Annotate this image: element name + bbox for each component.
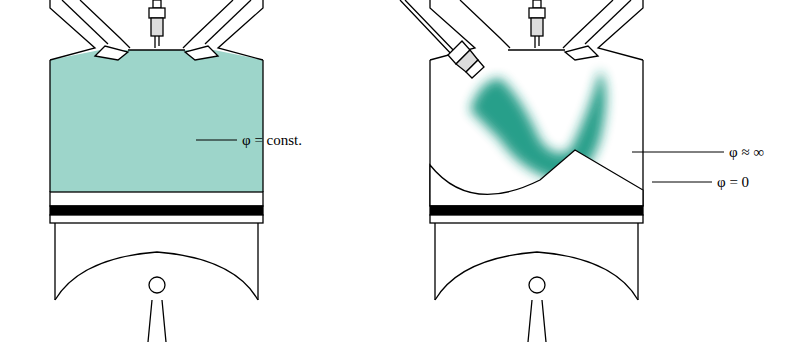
homogeneous-cylinder (50, 0, 263, 342)
phi-label: φ = const. (242, 130, 302, 150)
exhaust-valve (185, 46, 218, 60)
piston (50, 192, 263, 342)
fuel-injector (400, 0, 484, 78)
spark-plug (529, 0, 545, 48)
cylinder-wall (50, 60, 263, 192)
exhaust-port (598, 0, 643, 60)
phi-label: φ = 0 (717, 172, 749, 192)
intake-port (460, 0, 510, 48)
connecting-rod (148, 300, 166, 342)
leader-line (196, 140, 237, 141)
spark-plug (149, 0, 165, 48)
mixture-fill (50, 50, 263, 192)
exhaust-valve (565, 46, 598, 60)
exhaust-valve-stem (205, 0, 251, 44)
bowl-piston (430, 150, 643, 342)
intake-port (50, 0, 95, 60)
phi-label: φ ≈ ∞ (729, 142, 764, 162)
leader-line (652, 182, 712, 183)
intake-valve-stem (62, 0, 108, 44)
head-roof (508, 49, 565, 50)
intake-valve (95, 46, 128, 60)
cylinder-wall (430, 60, 643, 206)
connecting-rod (528, 300, 546, 342)
exhaust-valve-stem (585, 0, 631, 44)
exhaust-port (218, 0, 263, 60)
stratified-cylinder (400, 0, 724, 342)
head-roof (128, 49, 185, 50)
leader-line (632, 152, 724, 153)
